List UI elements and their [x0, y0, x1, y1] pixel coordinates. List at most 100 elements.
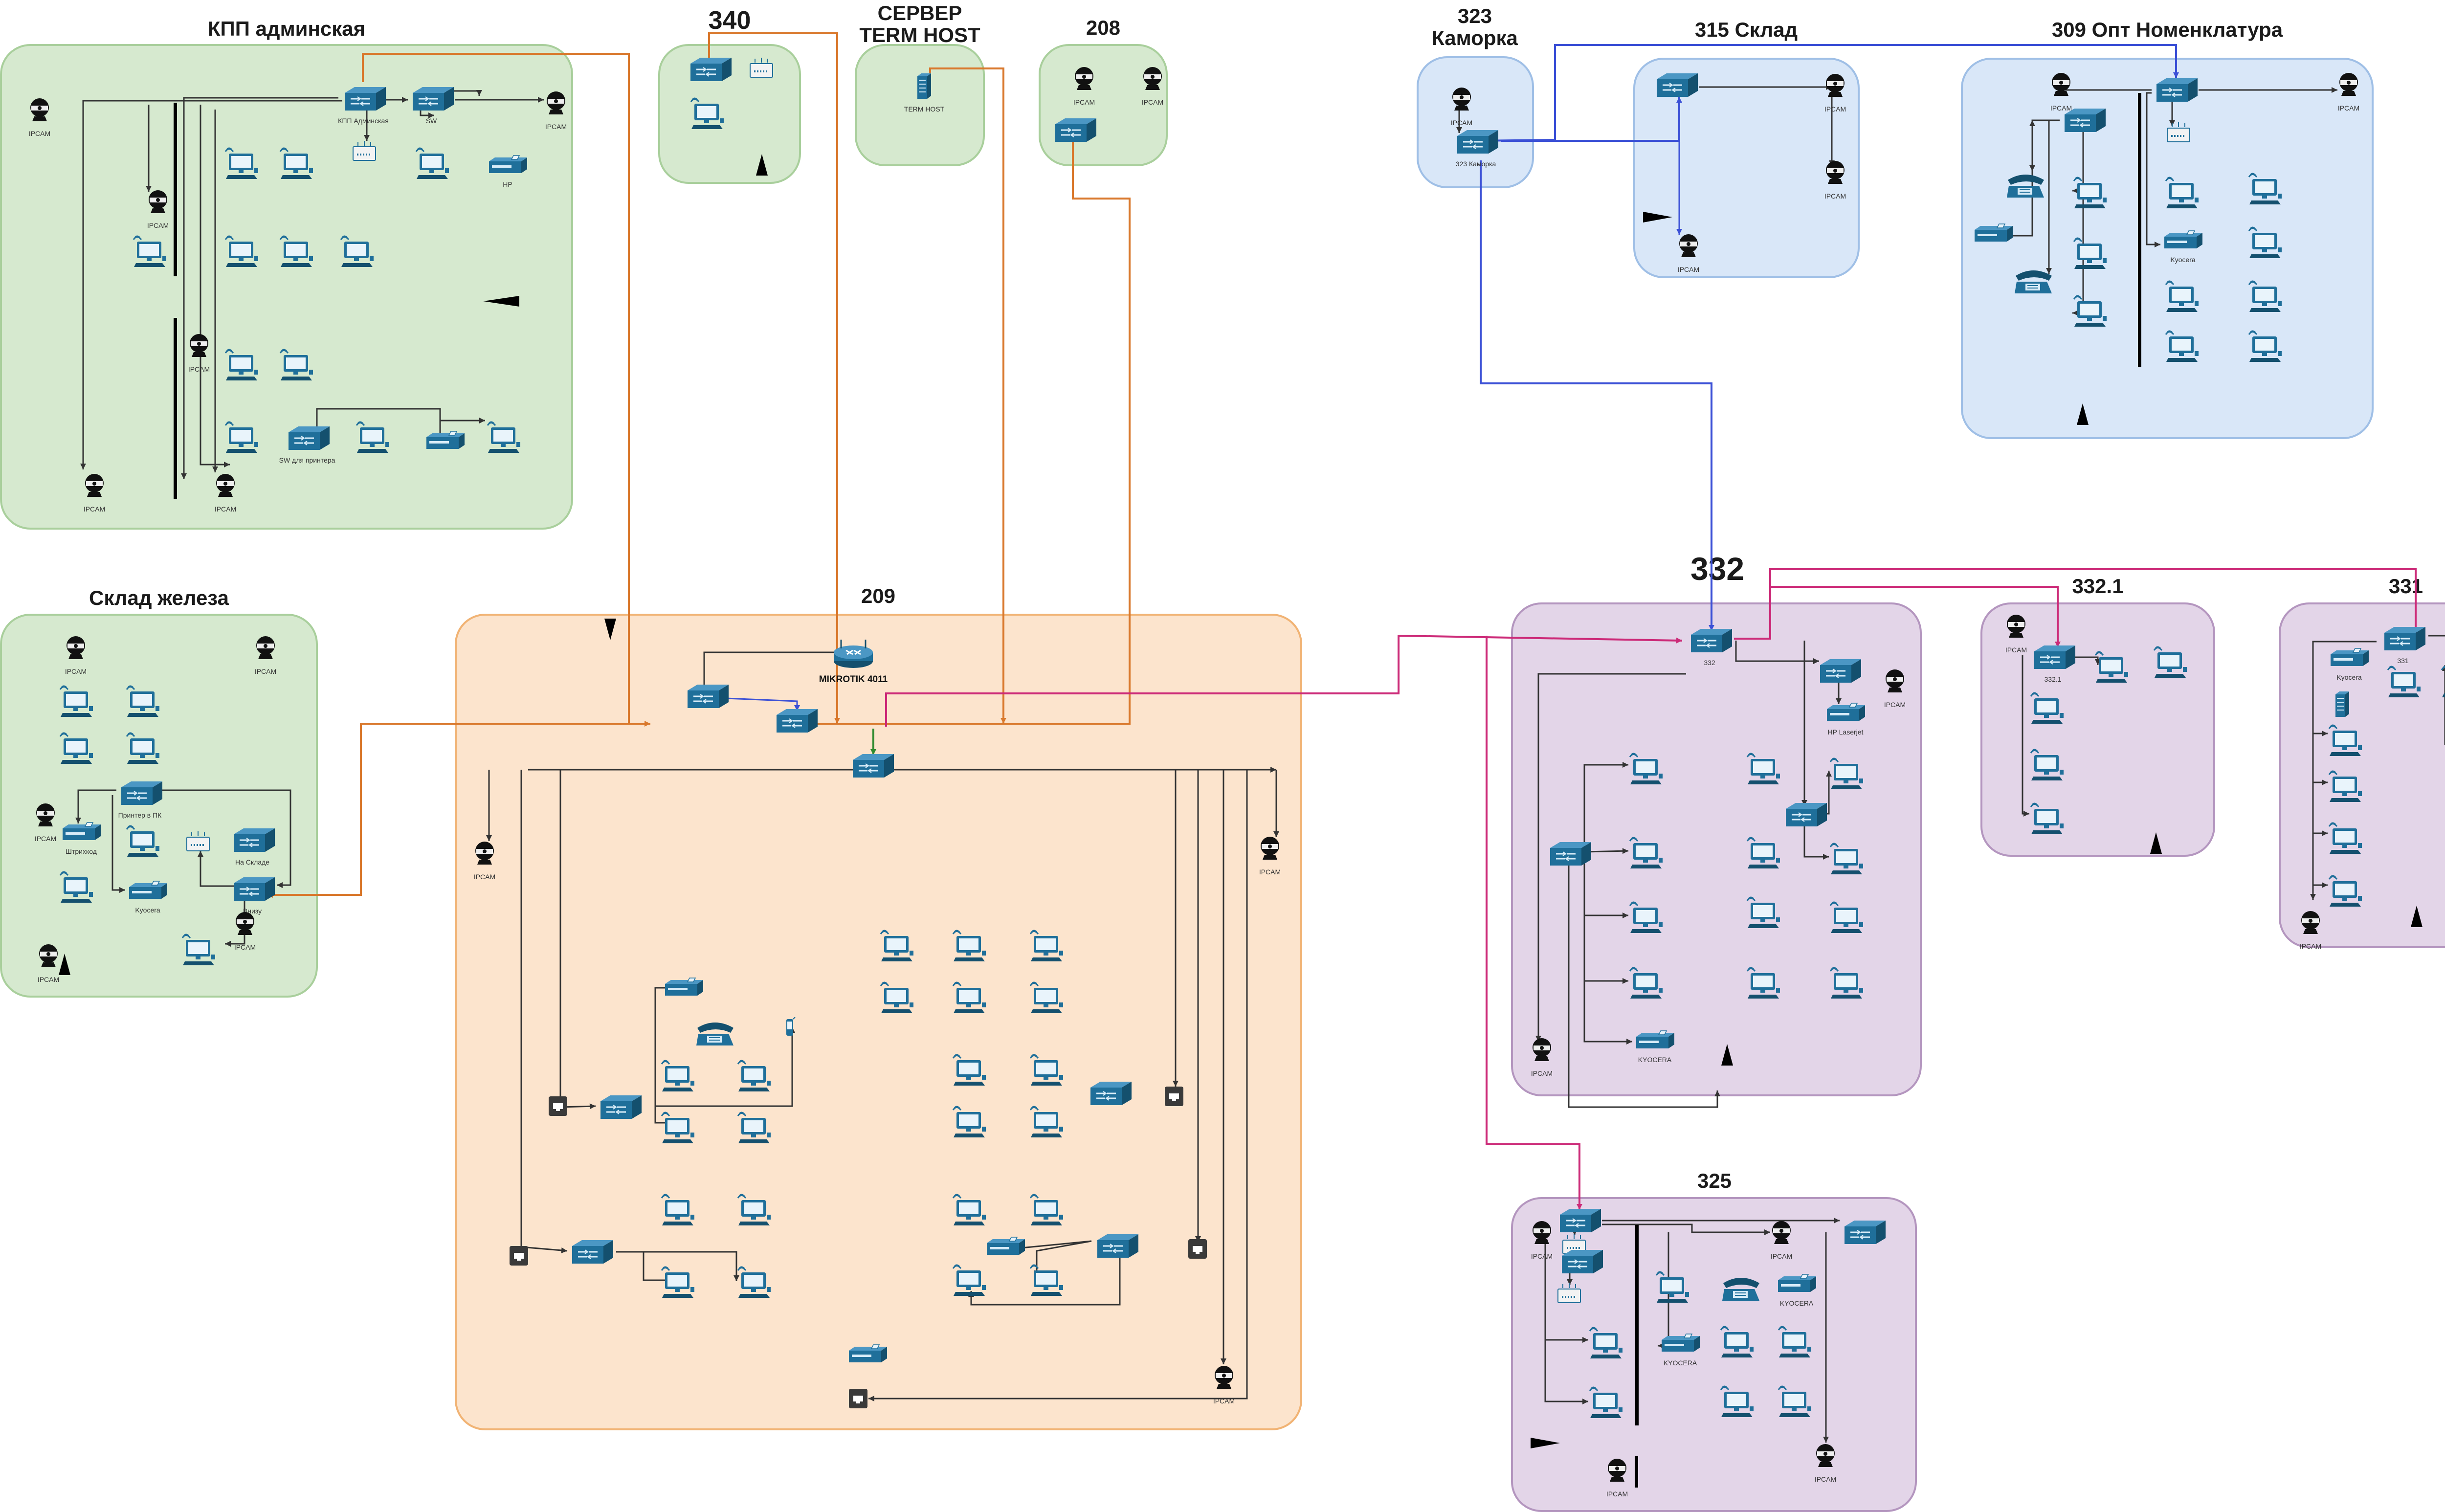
arrowhead — [794, 705, 800, 711]
device-label: IPCAM — [254, 667, 277, 675]
device-label: IPCAM — [214, 505, 237, 513]
room-marker — [59, 954, 70, 975]
arrowhead — [1836, 698, 1842, 704]
ipcam-icon: IPCAM — [1073, 66, 1095, 106]
arrowhead — [2310, 894, 2316, 900]
printer-icon: Kyocera — [2327, 647, 2372, 681]
arrowhead — [2072, 188, 2078, 194]
pc-icon — [2072, 176, 2109, 213]
pc-icon — [952, 1053, 988, 1090]
arrowhead — [1535, 1036, 1541, 1042]
room-title-325: 325 — [1697, 1169, 1732, 1192]
device-label: IPCAM — [1450, 119, 1473, 127]
orange-link — [807, 132, 1131, 725]
arrowhead — [1813, 658, 1819, 664]
pc-icon — [952, 1105, 988, 1142]
ipcam-icon: IPCAM — [1824, 159, 1846, 200]
cable-bus — [174, 103, 177, 276]
switch-icon — [1557, 1249, 1604, 1278]
arrowhead — [1623, 978, 1628, 984]
room-title-332-1: 332.1 — [2072, 575, 2124, 598]
server-icon — [2333, 689, 2352, 721]
ipcam-icon: IPCAM — [65, 635, 87, 675]
ipcam-icon: IPCAM — [473, 840, 496, 881]
ipcam-icon: IPCAM — [34, 802, 57, 843]
pc-icon — [279, 147, 315, 183]
room-title-323: 323 Каморка — [1432, 4, 1518, 50]
printer-icon — [661, 977, 706, 1001]
device-label: 323 Каморка — [1455, 160, 1496, 168]
arrowhead — [402, 97, 408, 103]
arrowhead — [146, 186, 152, 192]
pc-icon — [1829, 966, 1865, 1003]
room-sklad-zheleza — [0, 614, 318, 998]
switch-icon: На Складе — [229, 827, 276, 866]
pc-icon — [415, 147, 451, 183]
device-label: 332.1 — [2044, 675, 2062, 683]
switch-icon — [848, 753, 895, 782]
room-kpp — [0, 44, 573, 530]
pc-icon — [224, 421, 260, 457]
arrowhead — [428, 112, 434, 118]
pc-icon — [879, 981, 915, 1018]
device-label: IPCAM — [1259, 868, 1281, 876]
room-marker — [604, 619, 616, 640]
room-marker — [1531, 1438, 1560, 1448]
pc-icon — [1829, 901, 1865, 937]
phone-icon — [2005, 171, 2047, 202]
black-link — [200, 851, 242, 887]
printer-icon — [1971, 223, 2016, 247]
room-title-server: СЕРВЕР TERM HOST — [859, 1, 980, 47]
black-link — [200, 105, 230, 466]
pc-icon — [2247, 280, 2284, 316]
printer-icon: KYOCERA — [1632, 1030, 1677, 1064]
arrowhead — [1582, 1337, 1588, 1343]
arrowhead — [2322, 882, 2328, 888]
magenta-link — [1486, 636, 1580, 1210]
magenta-link — [885, 634, 1683, 727]
black-link — [1583, 915, 1628, 982]
switch-icon — [1050, 117, 1097, 146]
wall-port-icon — [1164, 1086, 1184, 1110]
arrowhead — [2072, 310, 2078, 316]
cable-bus — [2138, 93, 2141, 367]
cable-bus — [1635, 1456, 1638, 1488]
room-title-340: 340 — [708, 6, 751, 35]
printer-icon — [845, 1344, 890, 1368]
ipcam-icon: IPCAM — [188, 333, 210, 373]
black-link — [111, 795, 125, 891]
pc-icon — [59, 732, 95, 768]
arrowhead — [2322, 779, 2328, 785]
pc-icon — [2072, 237, 2109, 273]
pc-icon — [2029, 691, 2066, 728]
device-label: IPCAM — [147, 222, 169, 229]
arrowhead — [589, 1103, 596, 1110]
pc-icon — [736, 1059, 773, 1096]
device-label: Kyocera — [2336, 673, 2362, 681]
pc-icon — [879, 929, 915, 966]
room-marker — [1721, 1044, 1733, 1066]
device-label: IPCAM — [1814, 1475, 1837, 1483]
black-link — [225, 895, 245, 945]
room-marker — [756, 154, 768, 176]
device-label: IPCAM — [473, 873, 496, 881]
device-label: KYOCERA — [1663, 1359, 1697, 1367]
ipcam-icon: IPCAM — [214, 472, 237, 513]
pc-icon — [2164, 330, 2200, 366]
black-link — [868, 770, 1248, 1400]
black-link — [1803, 820, 1829, 858]
room-332-1 — [1980, 602, 2215, 857]
printer-icon: HP — [485, 155, 530, 188]
pc-icon — [2328, 822, 2364, 858]
phone-icon — [1720, 1274, 1762, 1305]
room-server — [855, 44, 985, 166]
ipcam-icon: IPCAM — [1770, 1220, 1793, 1260]
pc-icon — [1829, 842, 1865, 879]
black-link — [559, 770, 596, 1108]
switch-icon — [1781, 802, 1828, 831]
black-link — [616, 1251, 737, 1281]
device-label: IPCAM — [1073, 98, 1095, 106]
arrowhead — [1623, 912, 1628, 918]
black-link — [316, 408, 441, 440]
